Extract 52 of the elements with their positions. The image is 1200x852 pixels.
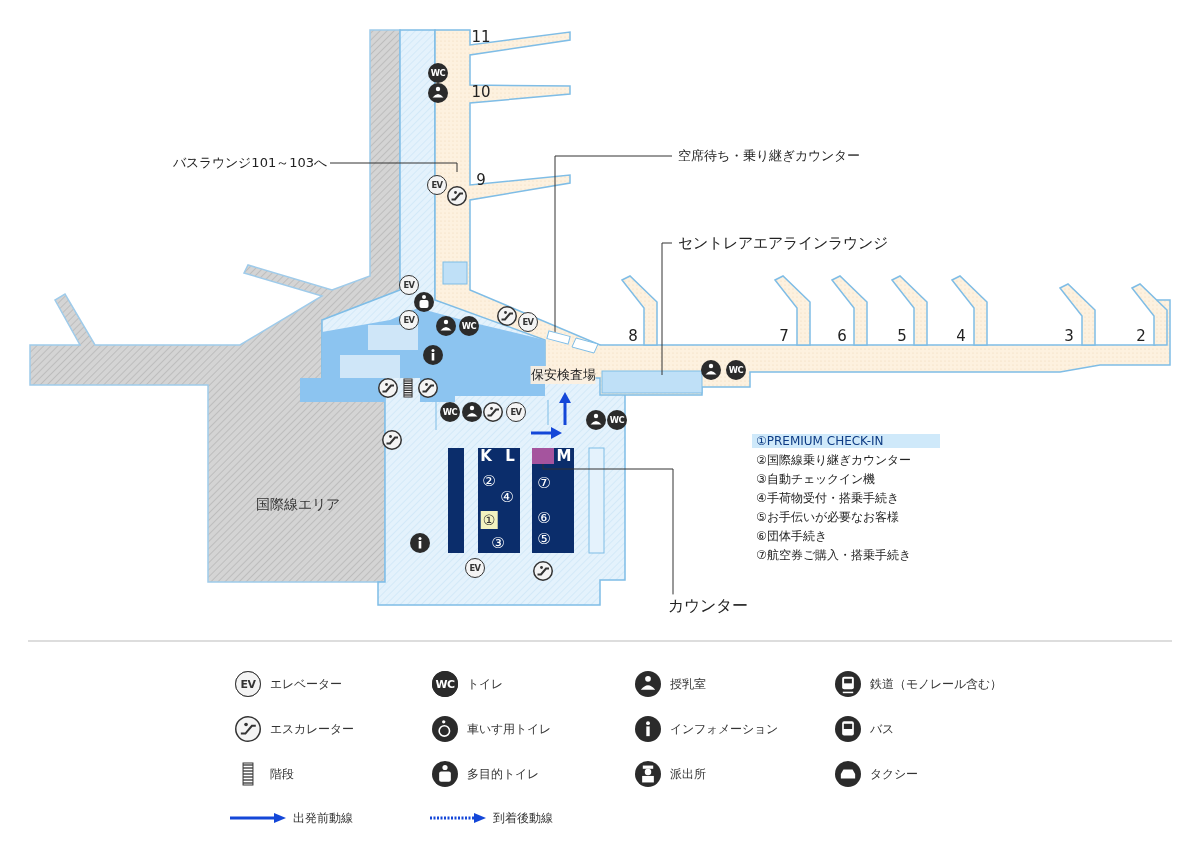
gate-number: 2 [1136, 327, 1146, 345]
counter-legend-item: ⑥団体手続き [755, 527, 828, 545]
legend-label: 多目的トイレ [467, 765, 539, 783]
gate-number: 11 [471, 28, 491, 46]
legend-label: 到着後動線 [493, 809, 553, 827]
counter-number: ⑦ [537, 474, 551, 492]
counter-legend-item: ④手荷物受付・搭乗手続き [755, 489, 900, 507]
leader-line [329, 162, 458, 173]
counter-letter: K [480, 447, 492, 465]
legend-label: エスカレーター [270, 720, 354, 738]
callout-label: セントレアエアラインラウンジ [678, 234, 888, 252]
counter-number: ④ [500, 488, 514, 506]
gate-number: 6 [837, 327, 847, 345]
gate-number: 8 [628, 327, 638, 345]
legend-label: エレベーター [270, 675, 342, 693]
check-in-counter [532, 448, 554, 464]
counter-number: ③ [491, 534, 505, 552]
counter-number: ⑤ [537, 530, 551, 548]
leader-line [661, 242, 673, 376]
legend-label: タクシー [870, 765, 918, 783]
gate-number: 10 [471, 83, 491, 101]
callout-label: カウンター [668, 596, 748, 616]
counter-legend-item: ①PREMIUM CHECK-IN [752, 434, 940, 448]
counter-letter: M [556, 447, 572, 465]
counter-legend-item: ⑦航空券ご購入・搭乗手続き [755, 546, 912, 564]
gate-number: 3 [1064, 327, 1074, 345]
legend-label: トイレ [467, 675, 503, 693]
gate-number: 9 [476, 171, 486, 189]
security-checkpoint-label: 保安検査場 [530, 366, 596, 384]
gate-number: 7 [779, 327, 789, 345]
gate-number: 5 [897, 327, 907, 345]
counter-legend-item: ③自動チェックイン機 [755, 470, 876, 488]
legend-label: インフォメーション [670, 720, 778, 738]
counter-number: ② [482, 472, 496, 490]
legend-label: 階段 [270, 765, 294, 783]
legend-label: 授乳室 [670, 675, 706, 693]
counter-legend-item: ⑤お手伝いが必要なお客様 [755, 508, 900, 526]
counter-letter: L [505, 447, 515, 465]
legend-label: 鉄道（モノレール含む） [870, 675, 1002, 693]
callout-label: バスラウンジ101～103へ [173, 155, 327, 171]
legend-label: 車いす用トイレ [467, 720, 551, 738]
legend-label: バス [870, 720, 894, 738]
gate-number: 4 [956, 327, 966, 345]
counter-legend-item: ②国際線乗り継ぎカウンター [755, 451, 912, 469]
callout-label: 空席待ち・乗り継ぎカウンター [678, 148, 860, 164]
legend-label: 出発前動線 [293, 809, 353, 827]
leader-line [554, 155, 673, 334]
area-label: 国際線エリア [256, 496, 340, 514]
legend-label: 派出所 [670, 765, 706, 783]
leader-line [542, 463, 674, 595]
counter-number: ① [480, 511, 498, 529]
counter-number: ⑥ [537, 509, 551, 527]
